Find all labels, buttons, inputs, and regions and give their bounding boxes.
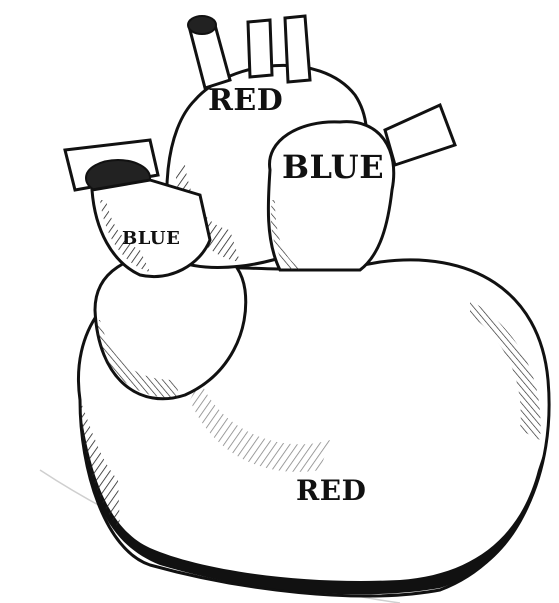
label-ventricle: RED [296,474,366,507]
pulmonary-artery [268,105,455,270]
label-aorta: RED [208,83,283,118]
label-pulmonary-artery: BLUE [282,148,384,186]
label-vena-cava: BLUE [122,228,180,249]
